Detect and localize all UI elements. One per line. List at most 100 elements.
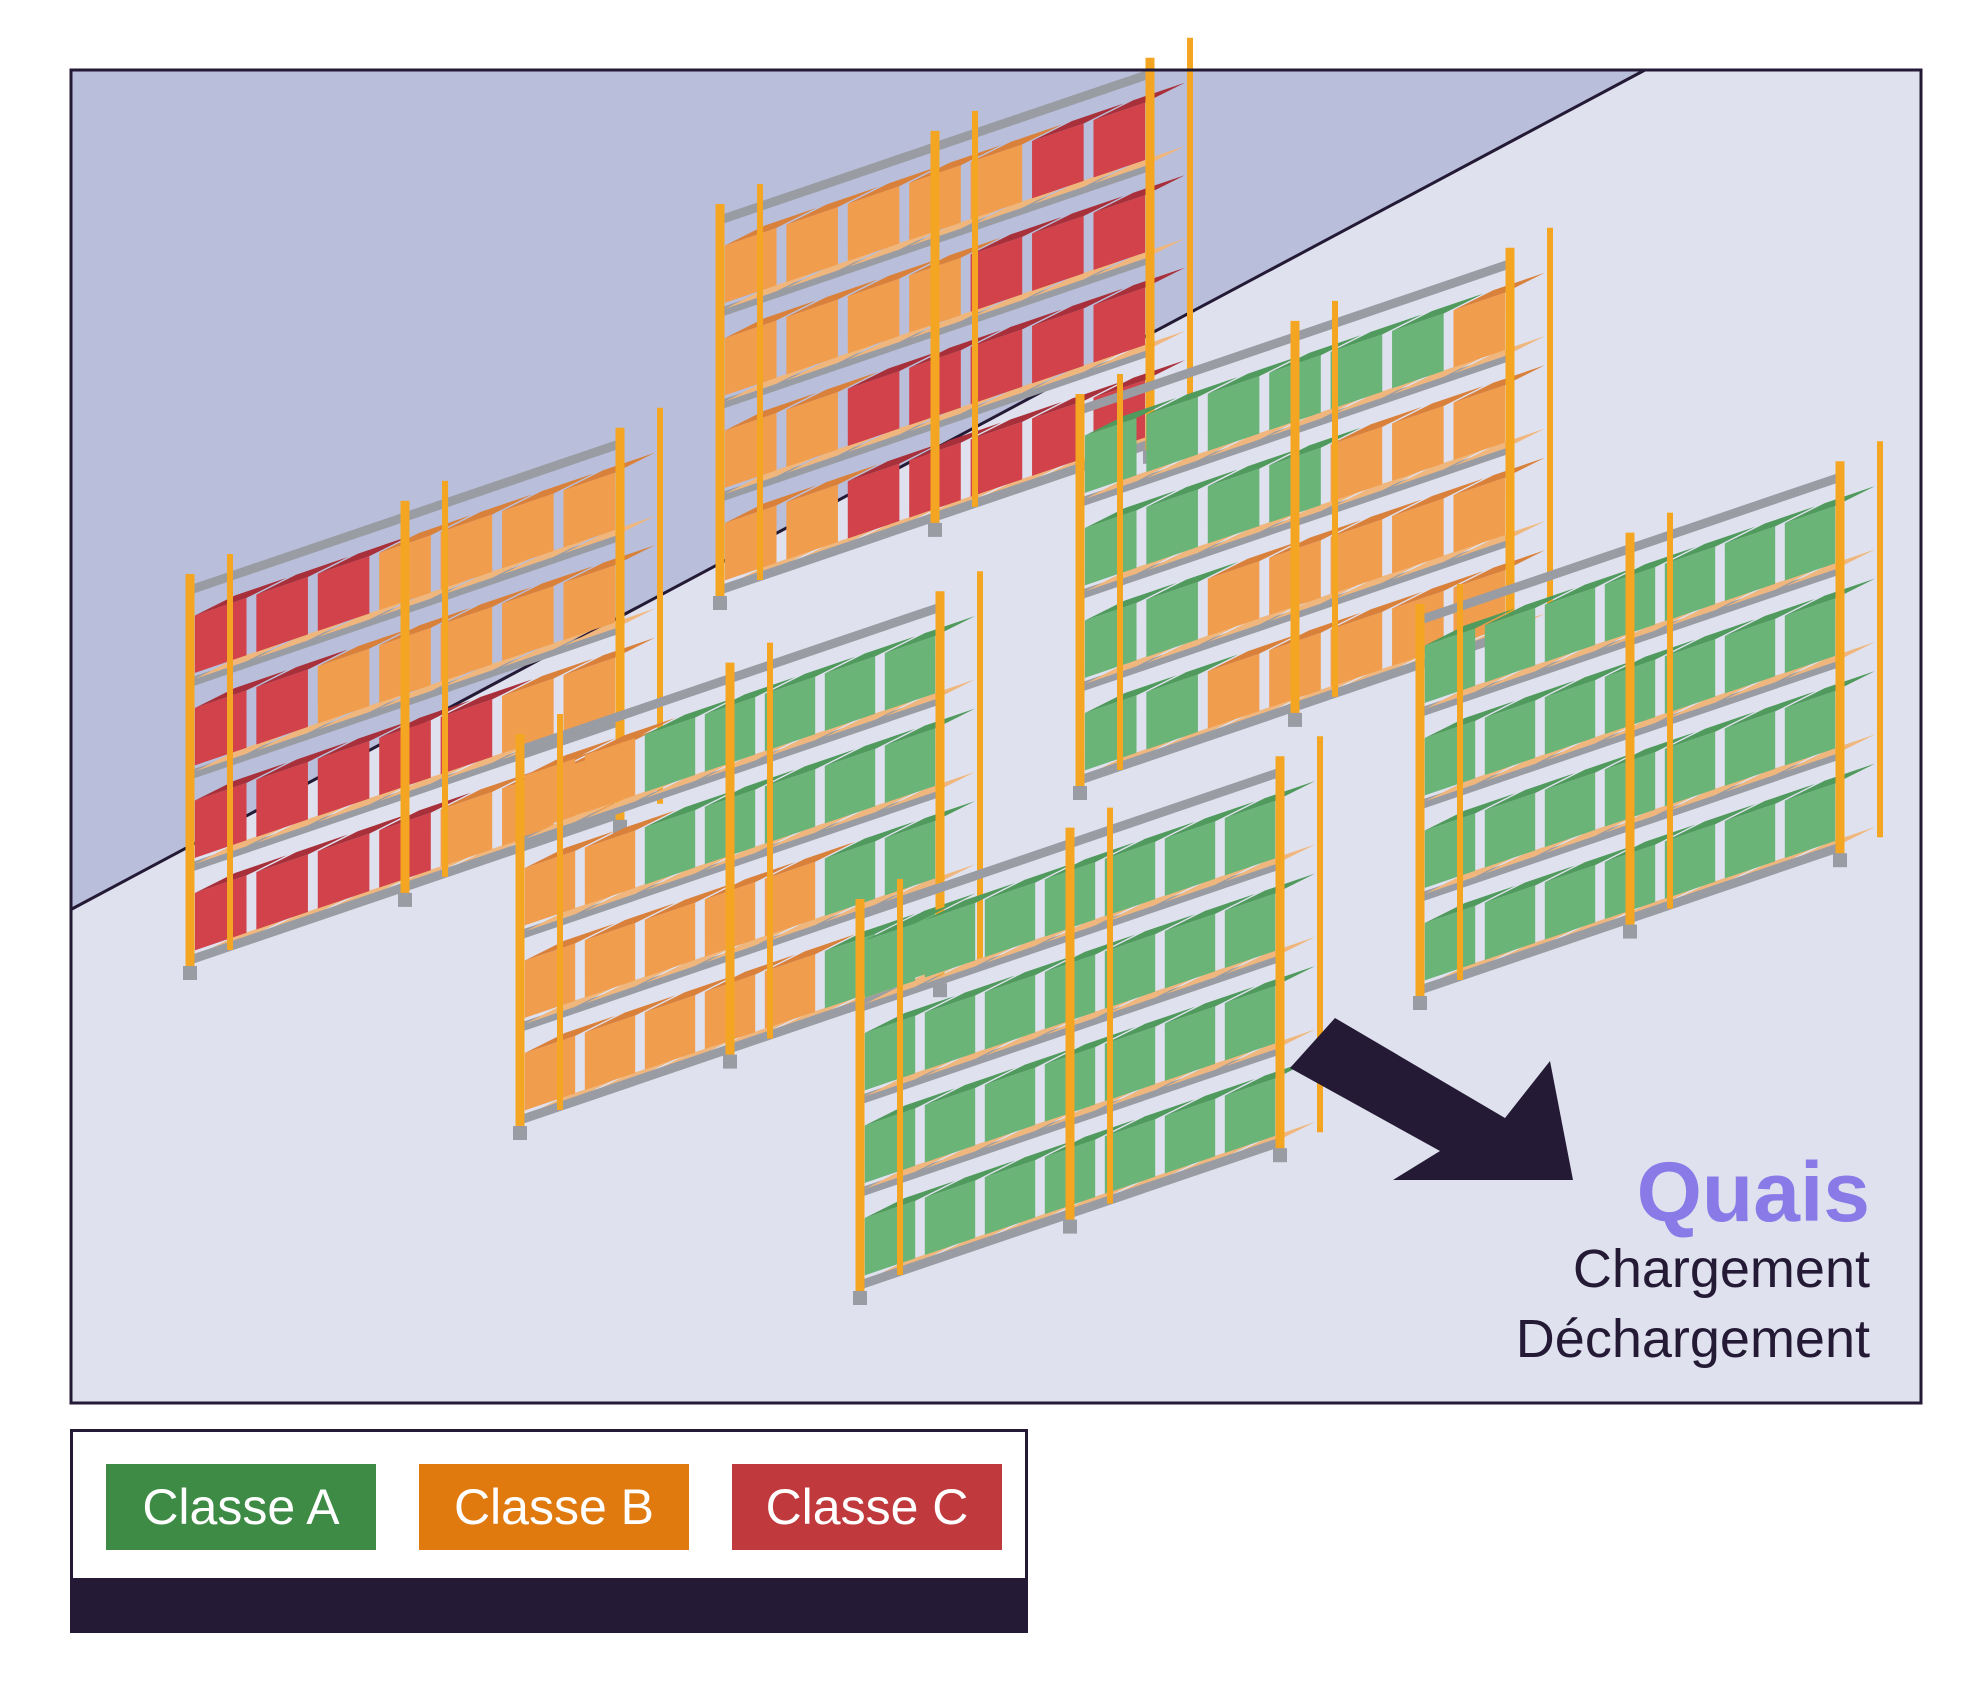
box-a <box>1146 397 1198 472</box>
box-a <box>984 1160 1036 1235</box>
box-top <box>1207 633 1300 672</box>
box-top <box>644 882 736 920</box>
box-a <box>1224 985 1276 1061</box>
arrow-to-docks-icon <box>1290 1018 1573 1180</box>
box-top <box>1032 196 1124 234</box>
box-a <box>1207 376 1260 452</box>
box-top <box>1784 763 1876 801</box>
box-a <box>1207 468 1260 544</box>
box-top <box>764 841 856 879</box>
box-top <box>1544 660 1636 698</box>
box-top <box>1544 845 1636 883</box>
pallet <box>1484 651 1576 689</box>
pallet <box>1784 549 1876 587</box>
box-top <box>1453 550 1546 588</box>
pallet <box>563 515 656 554</box>
pallet <box>584 966 676 1004</box>
pallet <box>1544 630 1636 669</box>
box-top <box>764 934 856 972</box>
box-a <box>1146 582 1198 657</box>
box-top <box>1784 578 1876 616</box>
pallet <box>786 342 878 381</box>
pallet <box>984 1110 1076 1149</box>
rack-foot <box>1063 1219 1077 1234</box>
box-top <box>1784 670 1876 709</box>
pallet <box>1392 449 1484 487</box>
rack-foot <box>1623 924 1637 939</box>
pallet <box>317 784 410 823</box>
box-top <box>317 628 410 667</box>
box-c <box>1032 216 1084 291</box>
box-a <box>824 656 876 731</box>
pallet <box>1224 844 1316 882</box>
pallet <box>1453 520 1546 559</box>
pallet <box>1664 590 1756 628</box>
box-top <box>1224 780 1316 819</box>
pallet <box>1207 512 1300 550</box>
box-top <box>1093 175 1186 213</box>
rack-level <box>188 439 656 679</box>
box-top <box>1544 752 1636 790</box>
box-top <box>1664 619 1756 657</box>
box-c <box>317 556 370 632</box>
box-b <box>1453 477 1506 553</box>
rack-right-center <box>1073 227 1553 800</box>
box-top <box>1164 893 1256 932</box>
box-c <box>317 833 370 909</box>
pallet <box>256 712 348 751</box>
pallet <box>724 271 817 309</box>
warehouse-frame <box>69 68 1923 1405</box>
box-top <box>1484 680 1576 718</box>
pallet <box>644 760 736 799</box>
box-a <box>644 810 696 885</box>
box-a <box>1104 841 1156 917</box>
box-top <box>724 300 817 338</box>
box-a <box>1330 334 1383 410</box>
storage-racks <box>183 37 1883 1305</box>
pallet <box>1784 641 1876 679</box>
box-top <box>1032 103 1124 142</box>
pallet <box>786 435 878 473</box>
box-top <box>1093 360 1186 398</box>
pallet <box>884 864 976 902</box>
rack-foot <box>723 1054 737 1069</box>
box-a <box>824 841 876 916</box>
box-b <box>1453 292 1506 368</box>
box-top <box>1146 469 1238 508</box>
box-top <box>786 279 878 318</box>
box-a <box>1164 913 1216 989</box>
box-top <box>563 452 656 491</box>
pallet <box>194 733 287 772</box>
box-c <box>970 421 1023 497</box>
box-top <box>1424 793 1516 831</box>
rack-level <box>1078 259 1546 499</box>
box-top <box>1664 526 1756 564</box>
box-b <box>786 392 838 467</box>
box-a <box>1164 821 1216 896</box>
box-top <box>970 401 1063 440</box>
pallet <box>1164 1049 1256 1087</box>
box-top <box>194 855 287 893</box>
box-top <box>884 615 976 654</box>
rack-foot <box>713 596 727 610</box>
pallet <box>864 966 956 1004</box>
box-top <box>1330 406 1423 445</box>
pallet <box>1330 562 1423 601</box>
box-a <box>884 728 936 803</box>
box-top <box>1207 541 1300 579</box>
pallet <box>256 620 348 658</box>
box-b <box>1392 406 1444 481</box>
pallet <box>317 599 410 638</box>
pallet <box>1084 461 1177 499</box>
box-top <box>1453 272 1546 311</box>
box-top <box>524 923 616 961</box>
pallet <box>1724 754 1816 792</box>
box-top <box>1484 772 1576 811</box>
box-b <box>1330 611 1383 687</box>
box-b <box>724 227 777 303</box>
box-top <box>1084 490 1177 528</box>
rack-foot <box>933 983 947 998</box>
box-b <box>563 472 616 548</box>
box-c <box>440 699 493 775</box>
box-a <box>984 975 1036 1050</box>
